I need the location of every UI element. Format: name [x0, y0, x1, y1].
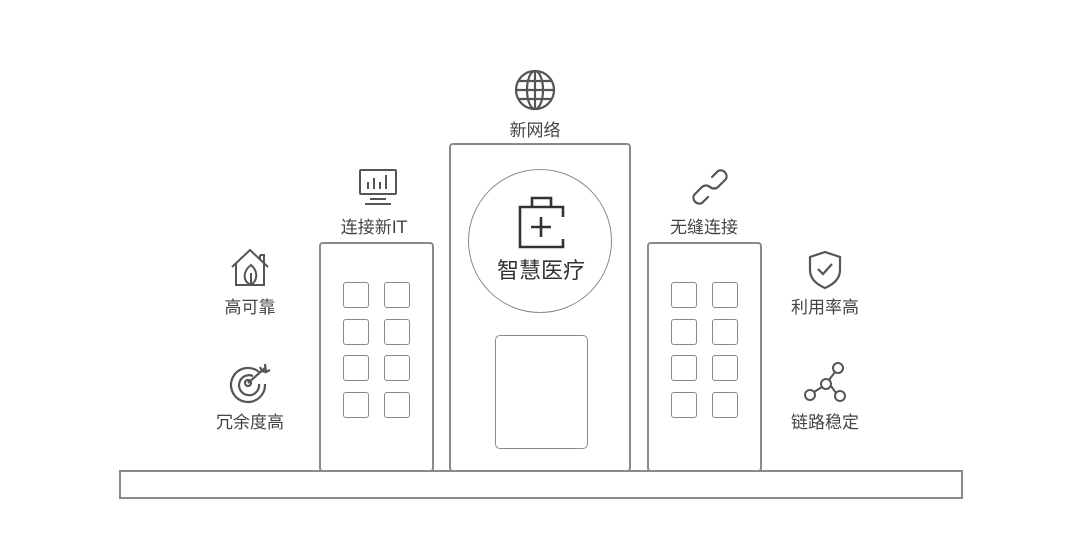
- window: [384, 282, 410, 308]
- feature-label: 新网络: [509, 121, 561, 141]
- share-nodes-icon: [804, 362, 846, 402]
- window: [712, 392, 738, 418]
- center-title: 智慧医疗: [496, 259, 586, 284]
- left-building: [319, 242, 434, 472]
- window: [712, 319, 738, 345]
- window: [343, 319, 369, 345]
- window: [343, 392, 369, 418]
- feature-label: 连接新IT: [340, 218, 408, 238]
- window: [384, 319, 410, 345]
- feature-label: 无缝连接: [670, 218, 738, 238]
- feature-label: 冗余度高: [216, 413, 284, 433]
- window: [343, 355, 369, 381]
- feature-label: 链路稳定: [791, 413, 859, 433]
- center-door: [495, 335, 588, 449]
- medical-kit-icon: [518, 196, 565, 249]
- ground-platform: [119, 470, 963, 499]
- window: [671, 392, 697, 418]
- house-leaf-icon: [231, 248, 269, 287]
- shield-check-icon: [808, 250, 842, 290]
- center-circle: [468, 169, 612, 313]
- link-icon: [692, 169, 728, 205]
- globe-icon: [514, 69, 556, 111]
- window: [671, 319, 697, 345]
- feature-label: 利用率高: [791, 298, 859, 318]
- window: [712, 282, 738, 308]
- target-icon: [229, 363, 271, 404]
- window: [671, 355, 697, 381]
- right-building: [647, 242, 762, 472]
- window: [343, 282, 369, 308]
- window: [712, 355, 738, 381]
- window: [384, 355, 410, 381]
- monitor-chart-icon: [359, 169, 397, 205]
- center-building: 智慧医疗: [449, 143, 631, 472]
- feature-label: 高可靠: [224, 298, 276, 318]
- window: [671, 282, 697, 308]
- window: [384, 392, 410, 418]
